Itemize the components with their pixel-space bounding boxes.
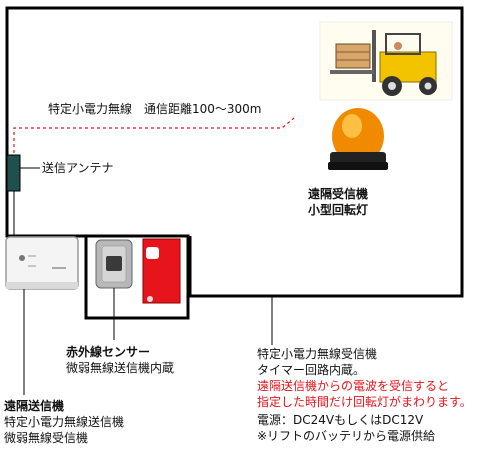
forklift-icon [319, 21, 453, 101]
door-opening-outline [84, 234, 190, 320]
receiver-note-line1: 遠隔送信機からの電波を受信すると [257, 379, 450, 393]
antenna-icon [6, 154, 21, 192]
transmitter-device-icon [5, 236, 79, 290]
transmitter-desc-line2: 微弱無線受信機 [4, 431, 89, 445]
sensor-desc: 微弱無線送信機内蔵 [66, 361, 175, 375]
transmitter-title: 遠隔送信機 [4, 399, 65, 413]
receiver-power-line2: ※リフトのバッテリから電源供給 [257, 429, 436, 443]
ir-sensor-icon [95, 239, 133, 289]
sensor-title: 赤外線センサー [66, 345, 151, 359]
radio-link-label: 特定小電力無線 通信距離100～300m [48, 102, 262, 116]
transmitter-desc-line1: 特定小電力無線送信機 [4, 415, 125, 429]
antenna-label: 送信アンテナ [42, 161, 114, 175]
receiver-note-line2: 指定した時間だけ回転灯がまわります。 [257, 395, 472, 409]
reflector-icon [142, 238, 181, 304]
rotating-lamp-icon [328, 108, 388, 170]
receiver-title: 遠隔受信機 [308, 187, 369, 201]
receiver-desc-line1: 特定小電力無線受信機 [257, 347, 378, 361]
building-outline [5, 6, 464, 298]
receiver-power-line1: 電源：DC24VもしくはDC12V [257, 413, 424, 427]
receiver-desc-line2: タイマー回路内蔵。 [257, 363, 366, 377]
radio-link-line [13, 117, 295, 153]
receiver-subtitle: 小型回転灯 [308, 203, 369, 217]
